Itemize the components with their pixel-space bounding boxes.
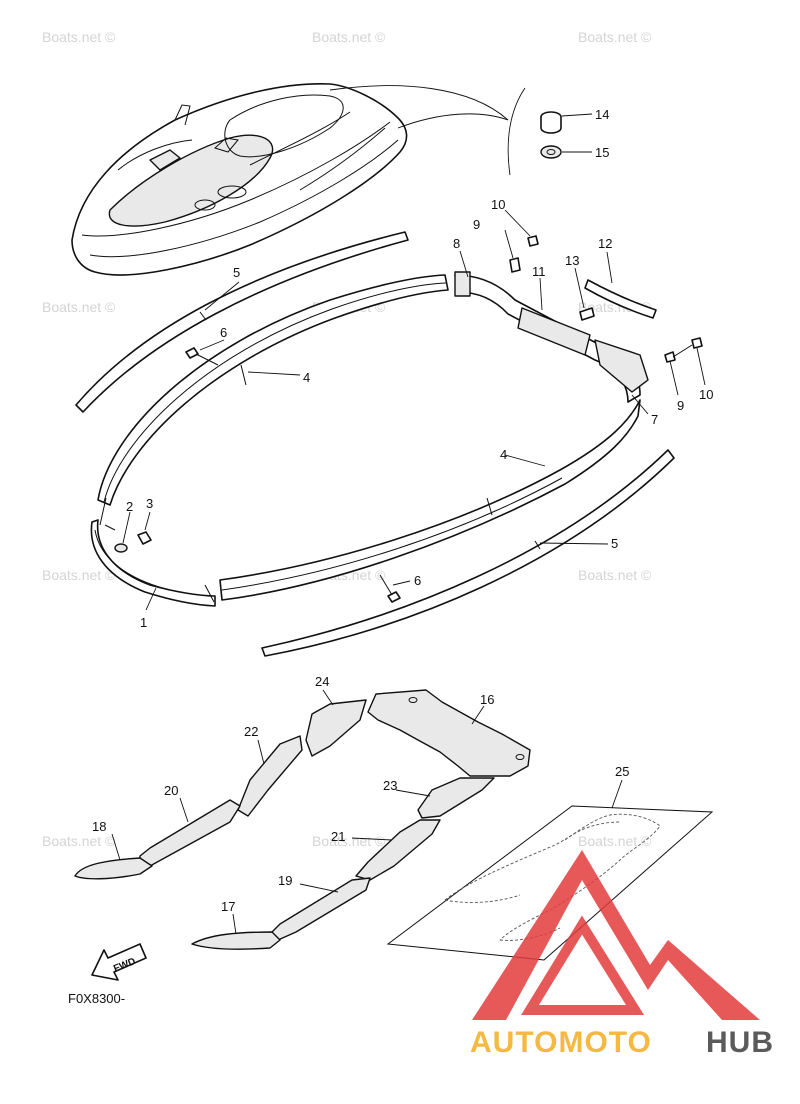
callout-6: 6 [220, 325, 227, 340]
callout-24: 24 [315, 674, 329, 689]
drawing-code: F0X8300- [68, 991, 125, 1006]
logo-text-hub: HUB [706, 1026, 774, 1059]
callout-21: 21 [331, 829, 345, 844]
callout-25: 25 [615, 764, 629, 779]
callout-4: 4 [500, 447, 507, 462]
watermark: Boats.net © [42, 567, 116, 583]
callout-1: 1 [140, 615, 147, 630]
callout-10: 10 [699, 387, 713, 402]
callout-22: 22 [244, 724, 258, 739]
automotohub-logo: AUTOMOTO HUB [470, 850, 774, 1059]
leader-lines [122, 209, 706, 611]
callout-18: 18 [92, 819, 106, 834]
callout-19: 19 [278, 873, 292, 888]
watermark: Boats.net © [42, 299, 116, 315]
watermarks: Boats.net © Boats.net © Boats.net © Boat… [42, 29, 652, 849]
callout-3: 3 [146, 496, 153, 511]
callout-20: 20 [164, 783, 178, 798]
callout-17: 17 [221, 899, 235, 914]
bumper-rail-assembly [90, 271, 649, 607]
callout-12: 12 [598, 236, 612, 251]
callout-9: 9 [677, 398, 684, 413]
gunwale-strip-left [75, 231, 409, 413]
trim-strip [584, 279, 657, 319]
callout-7: 7 [651, 412, 658, 427]
callout-2: 2 [126, 499, 133, 514]
callout-16: 16 [480, 692, 494, 707]
callout-5: 5 [611, 536, 618, 551]
watermark: Boats.net © [578, 29, 652, 45]
callout-labels: 1 2 3 4 4 5 5 6 6 7 8 9 9 10 10 11 12 13… [92, 107, 713, 914]
forward-arrow-icon: FWD [91, 943, 147, 981]
mat-pads [74, 689, 531, 950]
logo-inner-triangle-icon [521, 915, 645, 1015]
watermark: Boats.net © [578, 567, 652, 583]
watermark: Boats.net © [42, 29, 116, 45]
callout-11: 11 [532, 264, 546, 279]
logo-triangle-icon [472, 850, 760, 1020]
leader-lines-lower [111, 689, 623, 935]
callout-10: 10 [491, 197, 505, 212]
collar-part [540, 111, 593, 159]
watercraft-illustration [71, 83, 526, 276]
gunwale-strip-right [261, 449, 675, 657]
callout-4: 4 [303, 370, 310, 385]
callout-15: 15 [595, 145, 609, 160]
fasteners [104, 235, 703, 603]
callout-5: 5 [233, 265, 240, 280]
logo-text-automoto: AUTOMOTO [470, 1026, 652, 1059]
watermark: Boats.net © [42, 833, 116, 849]
callout-14: 14 [595, 107, 609, 122]
callout-13: 13 [565, 253, 579, 268]
watermark: Boats.net © [578, 833, 652, 849]
callout-6: 6 [414, 573, 421, 588]
callout-23: 23 [383, 778, 397, 793]
callout-9: 9 [473, 217, 480, 232]
callout-8: 8 [453, 236, 460, 251]
watermark: Boats.net © [312, 29, 386, 45]
watermark: Boats.net © [312, 833, 386, 849]
